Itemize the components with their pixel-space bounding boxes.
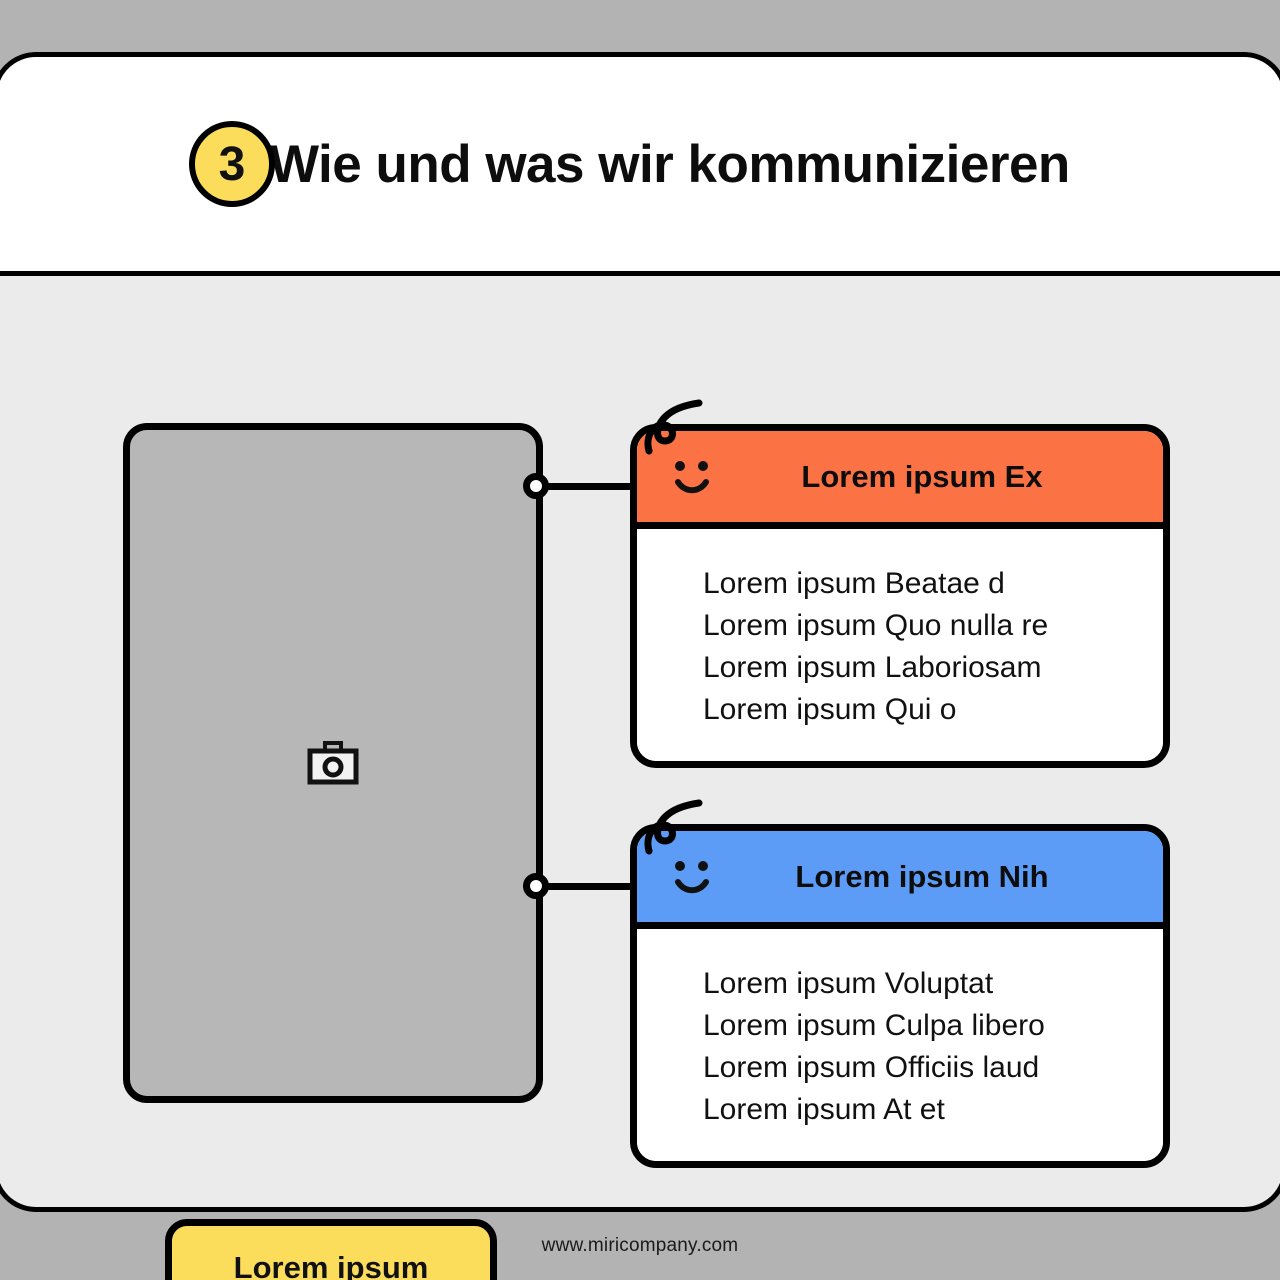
- card-body-blue: Lorem ipsum Voluptat Lorem ipsum Culpa l…: [637, 929, 1163, 1161]
- card-title-orange: Lorem ipsum Ex: [801, 458, 1043, 494]
- slide-footer: www.miricompany.com: [0, 1212, 1280, 1280]
- slide-body-panel: Lorem ipsum Lorem ipsum Ex Lorem ipsum B: [0, 276, 1280, 1280]
- connector-line-1: [543, 483, 635, 490]
- connector-dot-1: [523, 473, 549, 499]
- camera-icon: [307, 741, 359, 785]
- image-placeholder[interactable]: [123, 423, 543, 1103]
- header-content: 3 Wie und was wir kommunizieren: [0, 57, 1280, 271]
- smiley-face-icon: [675, 860, 709, 893]
- card-body-orange: Lorem ipsum Beatae d Lorem ipsum Quo nul…: [637, 529, 1163, 761]
- slide-header: 3 Wie und was wir kommunizieren: [0, 52, 1280, 276]
- info-card-blue[interactable]: Lorem ipsum Nih Lorem ipsum Voluptat Lor…: [630, 799, 1170, 1168]
- curl-flourish-icon: [644, 799, 703, 855]
- card-line: Lorem ipsum Laboriosam: [703, 651, 1042, 684]
- card-line: Lorem ipsum Officiis laud: [703, 1051, 1040, 1084]
- slide-frame: 3 Wie und was wir kommunizieren Lorem ip…: [0, 52, 1280, 1280]
- card-line: Lorem ipsum Culpa libero: [703, 1009, 1045, 1042]
- smiley-face-icon: [675, 460, 709, 493]
- card-line: Lorem ipsum Beatae d: [703, 567, 1005, 600]
- card-header-orange: Lorem ipsum Ex: [637, 399, 1163, 529]
- card-line: Lorem ipsum Voluptat: [703, 967, 994, 1000]
- connector-line-2: [543, 883, 635, 890]
- card-title-blue: Lorem ipsum Nih: [795, 858, 1049, 894]
- step-number-badge: 3: [189, 121, 275, 207]
- page-title: Wie und was wir kommunizieren: [269, 134, 1070, 194]
- connector-dot-2: [523, 873, 549, 899]
- card-line: Lorem ipsum Quo nulla re: [703, 609, 1049, 642]
- card-line: Lorem ipsum Qui o: [703, 693, 957, 726]
- card-header-blue: Lorem ipsum Nih: [637, 799, 1163, 929]
- image-caption-chip[interactable]: Lorem ipsum: [165, 1219, 497, 1280]
- card-line: Lorem ipsum At et: [703, 1093, 945, 1126]
- footer-website[interactable]: www.miricompany.com: [541, 1235, 739, 1256]
- curl-flourish-icon: [644, 399, 703, 455]
- info-card-orange[interactable]: Lorem ipsum Ex Lorem ipsum Beatae d Lore…: [630, 399, 1170, 768]
